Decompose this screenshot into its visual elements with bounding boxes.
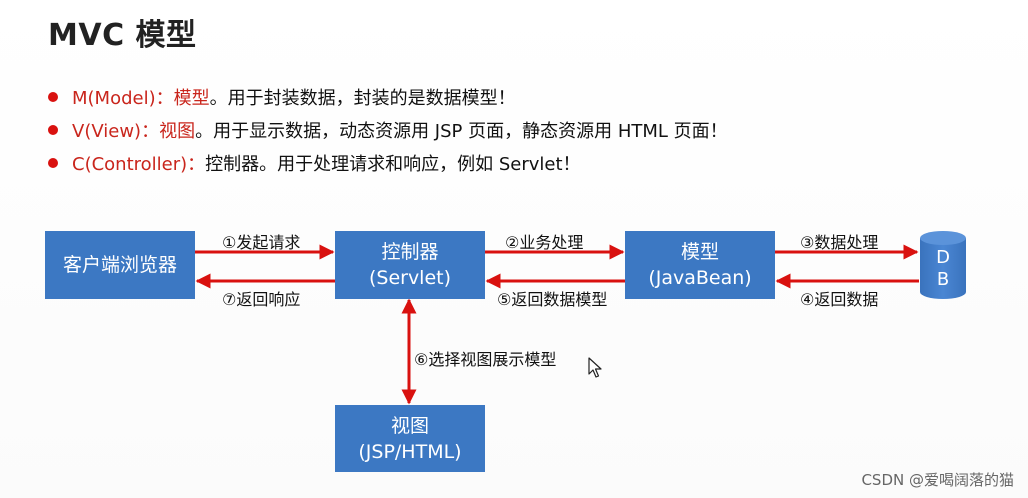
node-model-sub: (JavaBean)	[648, 267, 752, 289]
bullet-controller: C(Controller)： 控制器。用于处理请求和响应，例如 Servlet！	[48, 146, 728, 179]
edge-label-select-view: ⑥选择视图展示模型	[414, 350, 557, 369]
node-controller-sub: (Servlet)	[368, 267, 452, 289]
node-controller-label: 控制器	[381, 241, 439, 263]
edge-label-business: ②业务处理	[505, 233, 584, 252]
bullet-term: M(Model)：模型	[72, 87, 210, 109]
node-controller: 控制器 (Servlet)	[335, 231, 485, 299]
node-view-sub: (JSP/HTML)	[358, 440, 462, 463]
bullet-dot-icon	[48, 124, 58, 135]
bullet-term: C(Controller)：	[72, 153, 206, 175]
node-view: 视图 (JSP/HTML)	[335, 405, 485, 472]
node-db: D B	[920, 243, 966, 295]
node-browser: 客户端浏览器	[45, 231, 195, 299]
node-db-label-2: B	[936, 269, 950, 290]
edge-label-request: ①发起请求	[222, 233, 301, 252]
page-title: MVC 模型	[48, 18, 197, 53]
node-model-label: 模型	[680, 241, 719, 263]
mouse-cursor-icon	[588, 357, 602, 378]
bullet-view: V(View)：视图 。用于显示数据，动态资源用 JSP 页面，静态资源用 HT…	[48, 113, 728, 146]
bullet-desc: 。用于封装数据，封装的是数据模型！	[209, 87, 516, 109]
bullet-dot-icon	[48, 157, 58, 168]
bullet-dot-icon	[48, 91, 58, 102]
edge-label-return-data: ④返回数据	[800, 290, 879, 309]
edge-label-return-model: ⑤返回数据模型	[497, 290, 608, 309]
node-view-label: 视图	[390, 414, 429, 437]
node-model: 模型 (JavaBean)	[625, 231, 775, 299]
watermark: CSDN @爱喝阔落的猫	[861, 471, 1014, 489]
bullet-list: M(Model)：模型 。用于封装数据，封装的是数据模型！ V(View)：视图…	[48, 80, 728, 179]
db-cylinder-icon	[920, 231, 966, 299]
bullet-term: V(View)：视图	[72, 120, 196, 142]
bullet-desc: 。用于显示数据，动态资源用 JSP 页面，静态资源用 HTML 页面！	[195, 120, 728, 142]
bullet-desc: 控制器。用于处理请求和响应，例如 Servlet！	[205, 153, 581, 175]
node-db-label-1: D	[936, 247, 950, 268]
bullet-model: M(Model)：模型 。用于封装数据，封装的是数据模型！	[48, 80, 728, 113]
edge-label-response: ⑦返回响应	[222, 290, 301, 309]
node-browser-label: 客户端浏览器	[62, 254, 177, 276]
edge-label-data-process: ③数据处理	[800, 233, 879, 252]
